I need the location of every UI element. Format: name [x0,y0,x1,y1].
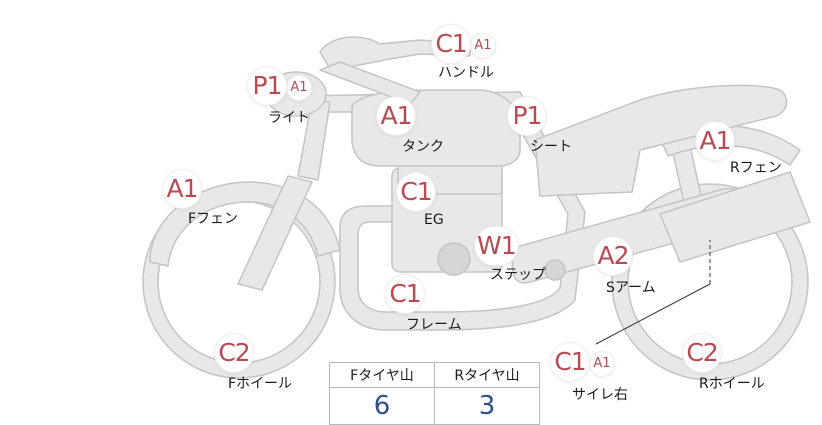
top-tube-shape [319,61,421,105]
callout-tank: A1 [377,97,415,135]
callout-front-fender: A1 [163,170,201,208]
step-label: ステップ [490,267,546,283]
tank-grade-badge: A1 [377,97,415,135]
muffler-right-subgrade-badge: A1 [590,352,614,376]
handle-subgrade-badge: A1 [471,34,495,58]
handle-label: ハンドル [438,65,494,81]
tank-label: タンク [402,139,444,155]
step-grade-badge: W1 [475,227,518,265]
front-tread-value: 6 [329,387,435,425]
callout-step: W1 [475,227,518,265]
front-wheel-label: Fホイール [228,376,293,392]
front-fork-shape [237,175,313,291]
front-tread-header: Fタイヤ山 [329,362,435,388]
swing-arm-grade-badge: A2 [594,237,632,275]
light-subgrade-badge: A1 [287,76,311,100]
tread-table-value-row: 6 3 [329,387,540,425]
footpeg-right-shape [544,259,566,281]
footpeg-left-shape [437,242,471,276]
engine-label: EG [424,212,444,228]
tread-table-header-row: Fタイヤ山 Rタイヤ山 [329,362,540,388]
tire-tread-table: Fタイヤ山 Rタイヤ山 6 3 [329,362,540,425]
rear-fender-grade-badge: A1 [696,122,734,160]
muffler-shape [659,171,811,263]
callout-rear-wheel: C2 [683,334,721,372]
rear-tread-header: Rタイヤ山 [434,362,540,388]
front-fender-grade-badge: A1 [163,170,201,208]
handle-grade-badge: C1 [432,25,470,63]
frame-label: フレーム [406,317,462,333]
seat-grade-badge: P1 [508,97,546,135]
callout-front-wheel: C2 [215,334,253,372]
seat-label: シート [530,139,572,155]
muffler-right-grade-badge: C1 [551,343,589,381]
front-wheel-grade-badge: C2 [215,334,253,372]
engine-grade-badge: C1 [397,173,435,211]
rear-tread-value: 3 [434,387,540,425]
callout-frame: C1 [386,275,424,313]
rear-fender-label: Rフェン [730,160,782,176]
light-grade-badge: P1 [248,67,286,105]
callout-rear-fender: A1 [696,122,734,160]
swing-arm-label: Sアーム [606,280,656,296]
muffler-callout-line [595,283,711,345]
fork-upper-shape [297,99,331,181]
muffler-right-label: サイレ右 [572,387,628,403]
callout-engine: C1 [397,173,435,211]
seat-shape [534,84,788,197]
callout-swing-arm: A2 [594,237,632,275]
rear-wheel-grade-badge: C2 [683,334,721,372]
front-fender-label: Fフェン [188,211,239,227]
callout-seat: P1 [508,97,546,135]
rear-wheel-label: Rホイール [699,376,765,392]
frame-grade-badge: C1 [386,275,424,313]
light-label: ライト [268,110,310,126]
